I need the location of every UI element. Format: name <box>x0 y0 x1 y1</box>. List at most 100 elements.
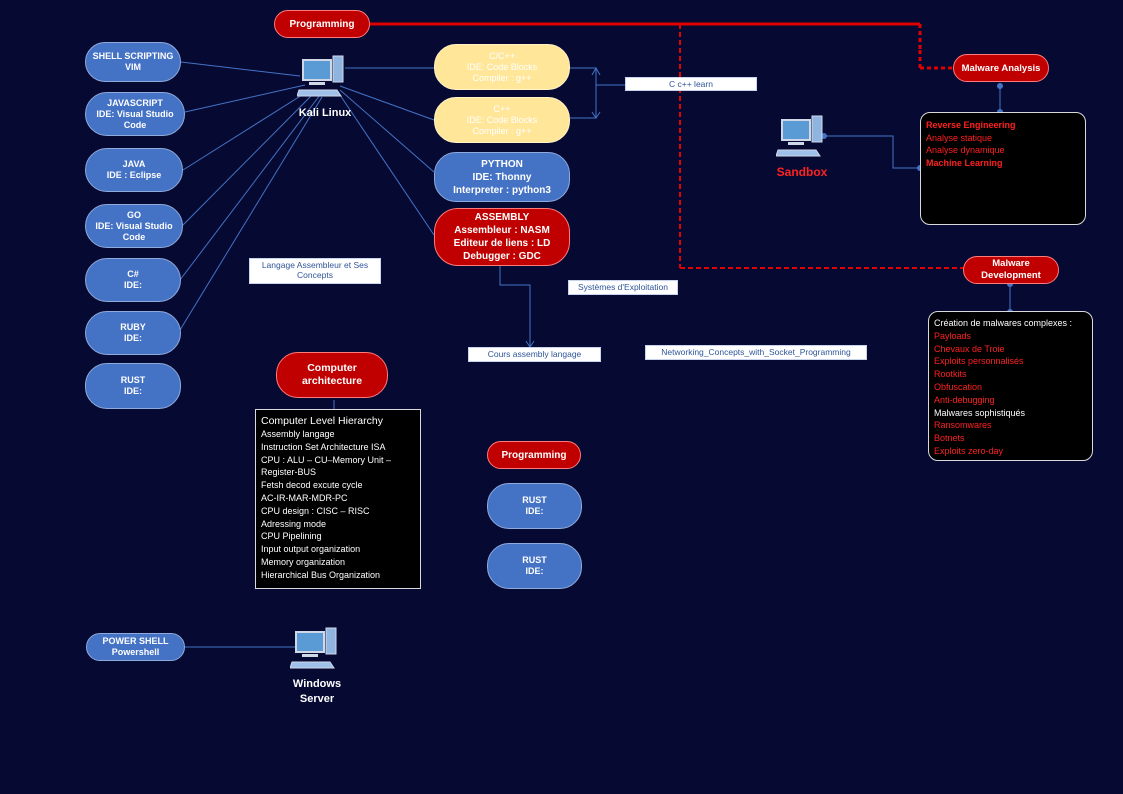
node-line: Server <box>299 693 335 705</box>
node-line: GO <box>126 209 141 220</box>
node-line: IDE: <box>525 506 544 516</box>
networking-label[interactable]: Networking_Concepts_with_Socket_Programm… <box>645 345 867 360</box>
node-line: IDE: Visual Studio <box>95 220 173 231</box>
arch-item: Memory organization <box>261 556 346 567</box>
assembly-node[interactable]: ASSEMBLY Assembleur : NASM Editeur de lien… <box>434 208 570 266</box>
node-line: RUST <box>522 555 547 565</box>
node-line: Powershell <box>111 647 160 657</box>
node-line: ASSEMBLY <box>474 212 530 223</box>
dev-item: Exploits zero-day <box>934 445 1004 456</box>
dev-item: Rootkits <box>934 369 967 380</box>
dev-item: Exploits personnalisés <box>934 356 1024 367</box>
asm-concepts-label[interactable]: Langage Assembleur et Ses Concepts <box>249 258 381 284</box>
arch-item: Fetsh decod excute cycle <box>261 480 363 491</box>
node-line: IDE: Code Blocks <box>466 61 538 72</box>
node-line: Compiler : g++ <box>472 125 532 136</box>
arch-item: Register-BUS <box>261 467 317 478</box>
programming-root-node[interactable]: Programming <box>274 10 370 38</box>
dev-item: Malwares sophistiqués <box>934 407 1026 418</box>
computer-architecture-node[interactable]: Computer architecture <box>276 352 388 398</box>
node-line: IDE: <box>124 386 142 396</box>
node-line: JAVA <box>122 159 146 169</box>
dev-item: Anti-debugging <box>934 394 995 405</box>
analysis-item: Analyse dynamique <box>926 145 1005 155</box>
dev-item: Obfuscation <box>934 381 983 392</box>
windows-computer-icon[interactable] <box>289 626 342 670</box>
dev-item: Payloads <box>934 330 972 341</box>
analysis-item: Analyse statique <box>926 132 993 143</box>
node-line: C/C++ <box>488 50 515 61</box>
node-line: C# <box>127 269 139 279</box>
node-line: JAVASCRIPT <box>107 97 163 108</box>
node-line: Assembleur : NASM <box>454 225 550 236</box>
node-line: Compiler : g++ <box>472 72 532 83</box>
node-line: IDE: <box>124 280 142 290</box>
node-line: IDE: <box>124 333 142 343</box>
arch-item: Hierarchical Bus Organization <box>261 569 381 580</box>
node-line: Debugger : GDC <box>463 251 541 262</box>
malware-analysis-node[interactable]: Malware Analysis <box>953 54 1049 82</box>
cpp-learn-label[interactable]: C c++ learn <box>625 77 757 91</box>
arch-item: Assembly langage <box>261 429 335 439</box>
analysis-item: Reverse Engineering <box>926 120 1016 130</box>
kali-computer-icon[interactable] <box>296 54 349 98</box>
dev-item: Chevaux de Troie <box>934 343 1005 354</box>
left-node-4[interactable]: C#IDE: <box>85 258 181 302</box>
analysis-item: Machine Learning <box>926 157 1003 168</box>
node-line: Windows <box>292 678 342 690</box>
systems-label[interactable]: Systèmes d'Exploitation <box>568 280 678 295</box>
node-line: RUST <box>522 495 547 505</box>
arch-item: Instruction Set Architecture ISA <box>261 441 386 452</box>
computer-architecture-box: Computer Level Hierarchy Assembly langag… <box>255 409 421 589</box>
node-line: Editeur de liens : LD <box>453 238 551 249</box>
node-line: IDE : Eclipse <box>106 170 162 180</box>
node-line: RUBY <box>120 322 146 332</box>
arch-box-title: Computer Level Hierarchy <box>261 415 383 427</box>
malware-development-box: Création de malwares complexes : Payload… <box>928 311 1093 461</box>
node-line: IDE: <box>525 566 544 576</box>
dev-item: Ransomwares <box>934 420 992 431</box>
arch-item: CPU design : CISC – RISC <box>261 505 370 516</box>
node-line: IDE: Visual Studio <box>96 108 174 119</box>
sandbox-computer-icon[interactable] <box>775 114 828 158</box>
node-line: RUST <box>120 375 146 385</box>
arch-item: Input output organization <box>261 544 361 555</box>
kali-caption: Kali Linux <box>298 107 352 119</box>
arch-item: Adressing mode <box>261 518 327 529</box>
programming-mid-node[interactable]: Programming <box>487 441 581 469</box>
node-line: IDE: Code Blocks <box>466 114 538 125</box>
dev-item: Botnets <box>934 433 965 444</box>
node-line: C++ <box>493 103 511 114</box>
node-line: Development <box>981 270 1041 281</box>
sandbox-caption: Sandbox <box>776 165 828 179</box>
arch-item: CPU Pipelining <box>261 531 322 542</box>
node-line: IDE: Thonny <box>472 171 532 183</box>
node-line: Code <box>122 231 146 242</box>
node-line: Interpreter : python3 <box>453 184 551 196</box>
node-line: PYTHON <box>481 158 523 170</box>
node-line: SHELL SCRIPTING <box>92 51 174 61</box>
node-line: POWER SHELL <box>102 636 169 646</box>
node-line: VIM <box>124 62 141 72</box>
cours-asm-label[interactable]: Cours assembly langage <box>468 347 601 362</box>
node-line: Code <box>123 119 147 130</box>
malware-dev-heading: Création de malwares complexes : <box>934 318 1073 328</box>
arch-item: AC-IR-MAR-MDR-PC <box>261 492 348 503</box>
arch-item: CPU : ALU – CU–Memory Unit – <box>261 454 392 465</box>
